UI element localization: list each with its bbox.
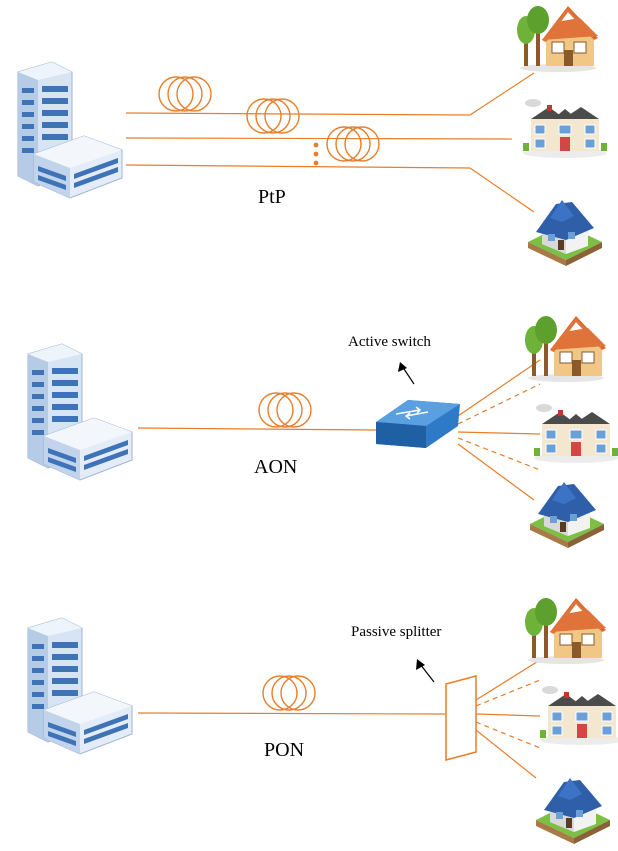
fiber-coil-icon [326,126,380,162]
ellipsis-dots [313,142,319,166]
pointer-arrowhead [398,362,407,372]
blue-roof-house-icon [528,200,602,266]
ptp-fiber-lines [125,72,535,213]
office-building-icon [27,343,133,481]
fiber-coil-icon [258,392,312,428]
pon-fiber-lines [137,659,541,779]
pointer-arrow [419,663,435,683]
townhouse-icon [533,403,618,464]
house-with-tree-icon [524,315,607,383]
fiber-coil-icon [262,675,316,711]
pointer-arrowhead [416,659,425,670]
fiber-coil-icon [246,98,300,134]
passive-splitter-label: Passive splitter [351,624,442,640]
aon-label: AON [254,456,298,478]
active-switch-label: Active switch [348,334,431,350]
optical-splitter-icon [445,675,477,761]
townhouse-icon [539,685,618,746]
aon-fiber-lines [137,359,541,501]
blue-roof-house-icon [536,778,610,844]
pon-label: PON [264,739,305,761]
townhouse-icon [522,98,608,159]
house-with-tree-icon [524,597,607,665]
office-building-icon [17,61,123,199]
fiber-coil-icon [158,76,212,112]
network-switch-icon [376,400,460,448]
ptp-label: PtP [258,186,286,208]
blue-roof-house-icon [530,482,604,548]
office-building-icon [27,617,133,755]
house-with-tree-icon [516,5,599,73]
